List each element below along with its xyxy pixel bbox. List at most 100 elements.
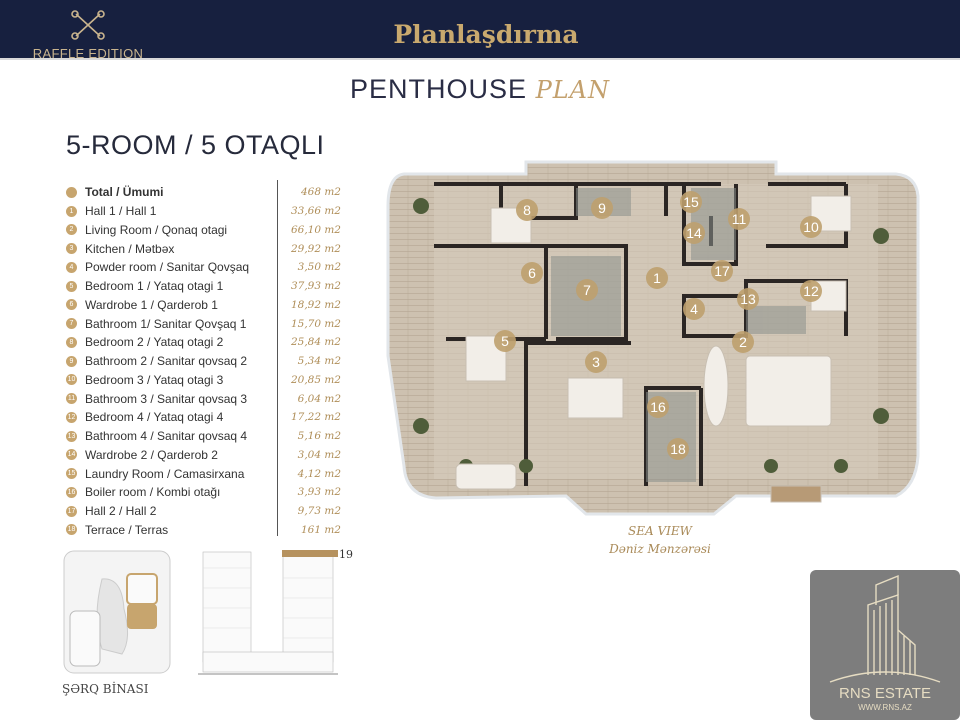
room-number-dot: 13 <box>66 430 77 442</box>
room-badge: 5 <box>494 330 516 352</box>
room-area: 3,04 m2 <box>297 448 341 461</box>
floor-plan-drawing <box>386 160 920 516</box>
room-badge: 13 <box>737 288 759 310</box>
room-area: 5,16 m2 <box>297 430 341 443</box>
room-label: Bedroom 4 / Yataq otagi 4 <box>85 410 224 425</box>
room-area: 66,10 m2 <box>290 223 341 236</box>
room-number-dot: 7 <box>66 318 77 330</box>
room-number-dot: 18 <box>66 524 77 536</box>
room-label: Bedroom 1 / Yataq otagi 1 <box>85 279 224 294</box>
highlighted-building <box>127 604 157 629</box>
room-label: Total / Ümumi <box>85 185 164 200</box>
room-number-dot: 14 <box>66 449 77 461</box>
legend-row: 5 Bedroom 1 / Yataq otagi 1 37,93 m2 <box>66 277 341 296</box>
room-label: Hall 2 / Hall 2 <box>85 504 157 519</box>
plan-title: PENTHOUSE PLAN <box>0 74 960 105</box>
legend-row: 10 Bedroom 3 / Yataq otagi 3 20,85 m2 <box>66 371 341 390</box>
room-number-dot: 6 <box>66 299 77 311</box>
room-number-dot: 4 <box>66 261 77 273</box>
room-label: Wardrobe 1 / Qarderob 1 <box>85 297 218 312</box>
legend-row: 14 Wardrobe 2 / Qarderob 2 3,04 m2 <box>66 446 341 465</box>
rooms-heading: 5-ROOM / 5 OTAQLI <box>66 130 325 160</box>
room-number-dot: 10 <box>66 374 77 386</box>
room-number-dot: 16 <box>66 486 77 498</box>
room-number-dot: 2 <box>66 224 77 236</box>
room-label: Wardrobe 2 / Qarderob 2 <box>85 447 218 462</box>
area-legend: Total / Ümumi 468 m2 1 Hall 1 / Hall 1 33,66… <box>66 183 341 539</box>
brand-name: RAFFLE EDITION <box>32 46 144 61</box>
room-label: Bedroom 3 / Yataq otagi 3 <box>85 372 224 387</box>
room-area: 5,34 m2 <box>297 355 341 368</box>
crossed-keys-icon <box>71 10 105 40</box>
room-area: 33,66 m2 <box>290 205 341 218</box>
room-label: Bathroom 1/ Sanitar Qovşaq 1 <box>85 316 247 331</box>
room-number-dot: 9 <box>66 355 77 367</box>
room-badge: 7 <box>576 279 598 301</box>
site-map <box>62 549 172 679</box>
room-number-dot: 8 <box>66 336 77 348</box>
room-badge: 3 <box>585 351 607 373</box>
room-number-dot: 5 <box>66 280 77 292</box>
room-area: 15,70 m2 <box>290 317 341 330</box>
legend-row: 3 Kitchen / Mətbəx 29,92 m2 <box>66 239 341 258</box>
sea-view-label-az: Dəniz Mənzərəsi <box>609 542 711 556</box>
room-label: Kitchen / Mətbəx <box>85 241 175 256</box>
room-area: 20,85 m2 <box>290 373 341 386</box>
plan-title-accent: PLAN <box>535 76 610 104</box>
room-label: Terrace / Terras <box>85 522 169 537</box>
room-area: 9,73 m2 <box>297 505 341 518</box>
room-number-dot: 15 <box>66 468 77 480</box>
rns-estate-logo: RNS ESTATE WWW.RNS.AZ <box>810 570 960 720</box>
floor-number: 19 <box>339 548 353 561</box>
agency-url: WWW.RNS.AZ <box>858 703 912 712</box>
building-label: ŞƏRQ BİNASI <box>62 682 149 696</box>
room-badge: 15 <box>680 191 702 213</box>
room-badge: 1 <box>646 267 668 289</box>
agency-name: RNS ESTATE <box>839 685 931 702</box>
room-area: 468 m2 <box>300 186 341 199</box>
room-badge: 8 <box>516 199 538 221</box>
legend-row: 6 Wardrobe 1 / Qarderob 1 18,92 m2 <box>66 296 341 315</box>
room-badge: 11 <box>728 208 750 230</box>
building-elevation <box>198 548 338 682</box>
room-label: Bedroom 2 / Yataq otagi 2 <box>85 335 224 350</box>
room-label: Laundry Room / Camasirxana <box>85 466 245 481</box>
room-label: Bathroom 4 / Sanitar qovsaq 4 <box>85 429 248 444</box>
room-label: Hall 1 / Hall 1 <box>85 204 157 219</box>
room-number-dot: 12 <box>66 411 77 423</box>
room-number-dot: 3 <box>66 243 77 255</box>
room-area: 37,93 m2 <box>290 280 341 293</box>
room-badge: 10 <box>800 216 822 238</box>
room-label: Bathroom 3 / Sanitar qovsaq 3 <box>85 391 248 406</box>
room-area: 29,92 m2 <box>290 242 341 255</box>
legend-row: 7 Bathroom 1/ Sanitar Qovşaq 1 15,70 m2 <box>66 314 341 333</box>
room-badge: 16 <box>647 396 669 418</box>
room-badge: 4 <box>683 298 705 320</box>
legend-row: 1 Hall 1 / Hall 1 33,66 m2 <box>66 202 341 221</box>
room-number-dot <box>66 186 77 198</box>
plan-title-main: PENTHOUSE <box>350 74 528 104</box>
page-title: Planlaşdırma <box>393 20 579 49</box>
room-badge: 18 <box>667 438 689 460</box>
room-area: 18,92 m2 <box>290 298 341 311</box>
header-bar: RAFFLE EDITION Planlaşdırma <box>0 0 960 61</box>
room-area: 3,93 m2 <box>297 486 341 499</box>
room-badge: 2 <box>732 331 754 353</box>
room-area: 3,50 m2 <box>297 261 341 274</box>
room-number-dot: 1 <box>66 205 77 217</box>
raffle-edition-logo: RAFFLE EDITION <box>28 10 148 61</box>
room-badge: 12 <box>800 280 822 302</box>
sea-view-label: SEA VIEW <box>628 524 692 538</box>
room-label: Bathroom 2 / Sanitar qovsaq 2 <box>85 354 248 369</box>
room-badge: 17 <box>711 260 733 282</box>
room-area: 17,22 m2 <box>290 411 341 424</box>
room-badge: 14 <box>683 222 705 244</box>
